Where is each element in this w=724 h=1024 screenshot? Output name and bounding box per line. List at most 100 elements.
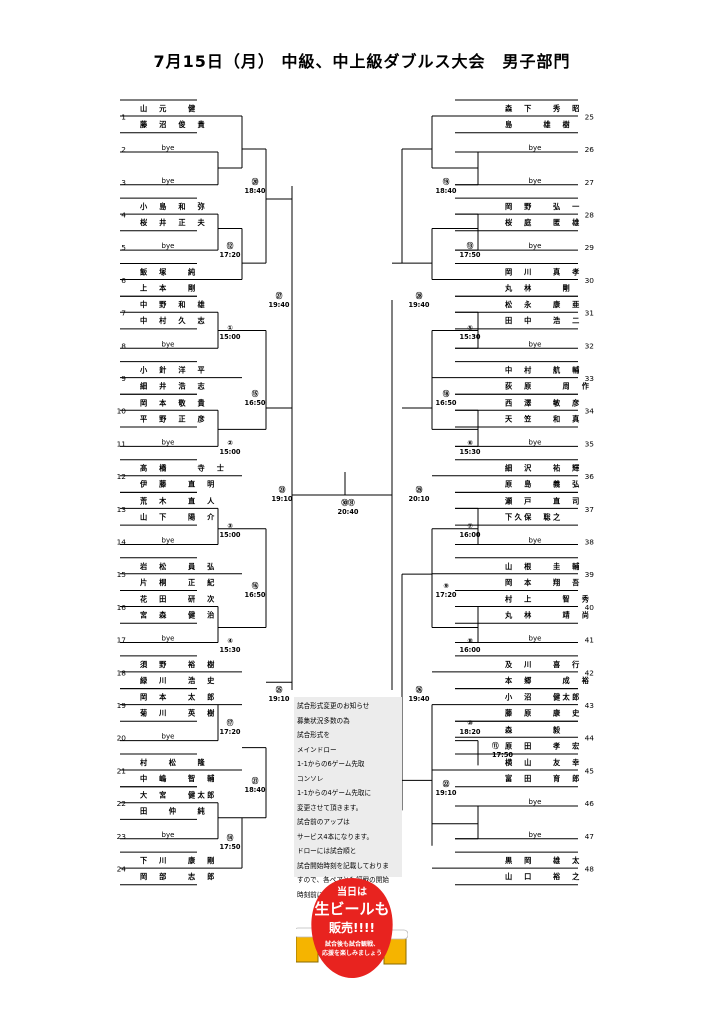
player-name: 丸 林 靖 尚 [504,611,591,620]
player-name: 下 川 康 剛 [140,856,217,865]
entry-number: 42 [585,668,594,677]
entry-number: 3 [121,178,126,187]
match-number: ⑪ [492,741,499,750]
player-name: 岡 川 真 孝 [505,268,582,277]
notice-line: 1-1からの6ゲーム先取 [297,760,365,768]
match-time: 16:00 [460,646,481,654]
match-time: 16:00 [460,531,481,539]
match-number: ㉓ [279,485,286,494]
match-number: ㉘ [416,291,423,300]
bye-label: bye [162,144,175,152]
beer-line-1: 当日は [337,885,367,898]
player-name: 小 沼 健太郎 [504,693,582,702]
match-time: 15:30 [460,448,481,456]
player-name: 伊 藤 直 明 [139,480,217,489]
player-name: 山 下 陽 介 [140,512,217,521]
beer-line-4: 試合後も試合観戦、 [325,940,379,948]
player-name: 小 島 和 弥 [139,202,207,211]
player-name: 森 毅 [504,725,563,734]
match-number: ⑧ [467,637,473,645]
bye-label: bye [162,635,175,643]
beer-line-3: 販売!!!! [329,920,375,935]
player-name: 岡 本 太 郎 [140,693,217,702]
match-number: ⑯ [252,581,259,590]
entry-number: 39 [585,570,595,579]
player-name: 山 口 裕 之 [505,872,582,881]
entry-number: 25 [585,112,595,121]
player-name: 上 本 剛 [140,284,198,293]
match-number: ⑤ [467,324,473,332]
player-name: 須 野 裕 樹 [140,660,217,669]
match-time: 18:20 [460,728,481,736]
entry-number: 6 [121,276,126,285]
bye-label: bye [162,536,175,544]
match-time: 20:10 [409,495,430,503]
bye-label: bye [529,536,542,544]
player-name: 山 元 健 [140,104,198,113]
notice-line: 1-1からの4ゲーム先取に [297,789,372,797]
entry-number: 12 [117,472,126,481]
match-time: 17:20 [436,591,457,599]
player-name: 岡 部 志 郎 [140,872,217,881]
entry-number: 27 [585,178,595,187]
entry-number: 24 [117,864,127,873]
bye-label: bye [529,635,542,643]
notice-line: メインドロー [297,745,337,754]
entry-number: 43 [585,701,595,710]
entry-number: 5 [121,243,126,252]
entry-number: 32 [585,341,594,350]
match-time: 19:10 [436,789,457,797]
match-time: 18:40 [245,187,266,195]
player-name: 花 田 研 次 [140,595,217,604]
player-name: 桜 井 正 夫 [140,218,207,227]
match-number: ⑳ [252,177,259,186]
entry-number: 7 [121,309,126,318]
player-name: 細 井 浩 志 [140,382,207,391]
match-time: 17:50 [460,251,481,259]
match-number: ⑨ [443,582,449,590]
match-number: ㉖ [416,685,423,694]
match-number: ⑫ [227,241,234,250]
beer-line-5: 応援を楽しみましょう [322,949,382,957]
beer-line-2: 生ビールも [314,900,389,918]
bye-label: bye [529,831,542,839]
player-name: 髙 橋 寺 士 [140,464,226,473]
match-time: 15:00 [220,448,241,456]
entry-number: 38 [585,537,595,546]
bye-label: bye [529,242,542,250]
player-name: 村 松 隆 [139,758,207,767]
entry-number: 41 [585,636,595,645]
match-number: ⑮ [252,389,259,398]
red-badge-shape [311,878,393,978]
match-number: ⑥ [467,439,473,447]
entry-number: 26 [585,145,595,154]
match-time: 19:40 [409,301,430,309]
player-name: 丸 林 剛 [504,284,572,293]
match-number: ㉑ [252,776,259,785]
entry-number: 29 [585,243,595,252]
bye-label: bye [162,340,175,348]
player-name: 瀬 戸 直 司 [505,496,582,505]
notice-line: 募集状況多数の為 [297,716,350,725]
bye-label: bye [529,340,542,348]
entry-number: 2 [121,145,126,154]
entry-number: 1 [121,112,126,121]
bye-label: bye [529,798,542,806]
match-number: ㉗ [276,291,283,300]
bye-label: bye [162,733,175,741]
player-name: 岡 本 翔 吾 [505,578,582,587]
player-name: 中 村 航 輔 [505,366,582,375]
player-name: 飯 塚 純 [139,268,198,277]
player-name: 黒 岡 雄 太 [505,856,582,865]
bye-label: bye [529,144,542,152]
match-number: ⑩ [467,719,473,727]
match-time: 17:20 [220,728,241,736]
entry-number: 19 [117,701,127,710]
entry-number: 30 [585,276,595,285]
player-name: 下久保 聡之 [505,512,563,521]
player-name: 富 田 育 郎 [505,774,582,783]
notice-line: 変更させて頂きます。 [297,803,363,812]
player-name: 岡 野 弘 一 [505,202,582,211]
